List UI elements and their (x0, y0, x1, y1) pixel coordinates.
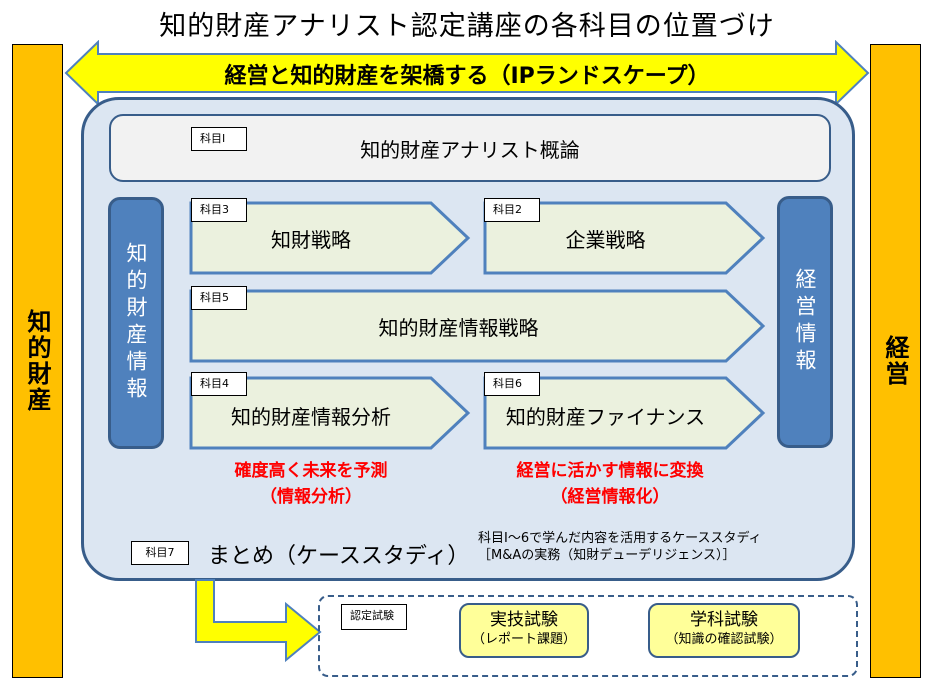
subject-6-tag: 科目6 (484, 372, 540, 396)
elbow-arrow-icon (195, 579, 322, 663)
written-exam-box: 学科試験 （知識の確認試験） (648, 603, 800, 658)
page-title: 知的財産アナリスト認定講座の各科目の位置づけ (159, 11, 775, 42)
subject-4-tag: 科目4 (191, 372, 247, 396)
management-info-label: 経営情報 (793, 268, 817, 376)
ip-info-label: 知的財産情報 (124, 242, 148, 404)
highlight-analysis-line2: （情報分析） (260, 487, 362, 507)
subject-7-note: 科目Ⅰ～6で学んだ内容を活用するケーススタディ ［M&Aの実務（知財デューデリジ… (478, 530, 762, 564)
left-pillar: 知的財産 (12, 44, 63, 678)
practical-exam-subtitle: （レポート課題） (471, 632, 576, 647)
practical-exam-title: 実技試験 (490, 610, 558, 630)
right-pillar-label: 経営 (881, 335, 909, 387)
subject-2-tag: 科目2 (484, 198, 540, 222)
right-pillar: 経営 (870, 44, 921, 678)
subject-1-box: 知的財産アナリスト概論 (109, 114, 831, 182)
subject-7-tag: 科目7 (131, 541, 189, 565)
subject-7-title: まとめ（ケーススタディ） (208, 544, 470, 569)
subject-5-tag: 科目5 (191, 286, 247, 310)
highlight-management-line1: 経営に活かす情報に変換 (516, 461, 704, 481)
ip-info-bar: 知的財産情報 (108, 197, 164, 449)
certification-exam-group (318, 595, 858, 677)
subject-7-note-line1: 科目Ⅰ～6で学んだ内容を活用するケーススタディ (478, 531, 762, 546)
left-pillar-label: 知的財産 (23, 309, 51, 413)
highlight-management-line2: （経営情報化） (550, 487, 670, 507)
subject-1-tag: 科目Ⅰ (191, 127, 247, 151)
written-exam-subtitle: （知識の確認試験） (665, 632, 783, 647)
banner-label: 経営と知的財産を架橋する（IPランドスケープ） (224, 64, 710, 89)
management-info-bar: 経営情報 (777, 196, 833, 448)
subject-1-name: 知的財産アナリスト概論 (360, 137, 580, 162)
written-exam-title: 学科試験 (690, 610, 758, 630)
highlight-management: 経営に活かす情報に変換 （経営情報化） (475, 458, 745, 510)
subject-3-tag: 科目3 (191, 198, 247, 222)
practical-exam-box: 実技試験 （レポート課題） (459, 603, 589, 658)
double-arrow-icon (64, 40, 870, 106)
highlight-analysis-line1: 確度高く未来を予測 (234, 461, 388, 481)
certification-exam-tag: 認定試験 (341, 604, 407, 630)
subject-7-note-line2: ［M&Aの実務（知財デューデリジェンス）］ (478, 548, 736, 563)
highlight-analysis: 確度高く未来を予測 （情報分析） (191, 458, 431, 510)
